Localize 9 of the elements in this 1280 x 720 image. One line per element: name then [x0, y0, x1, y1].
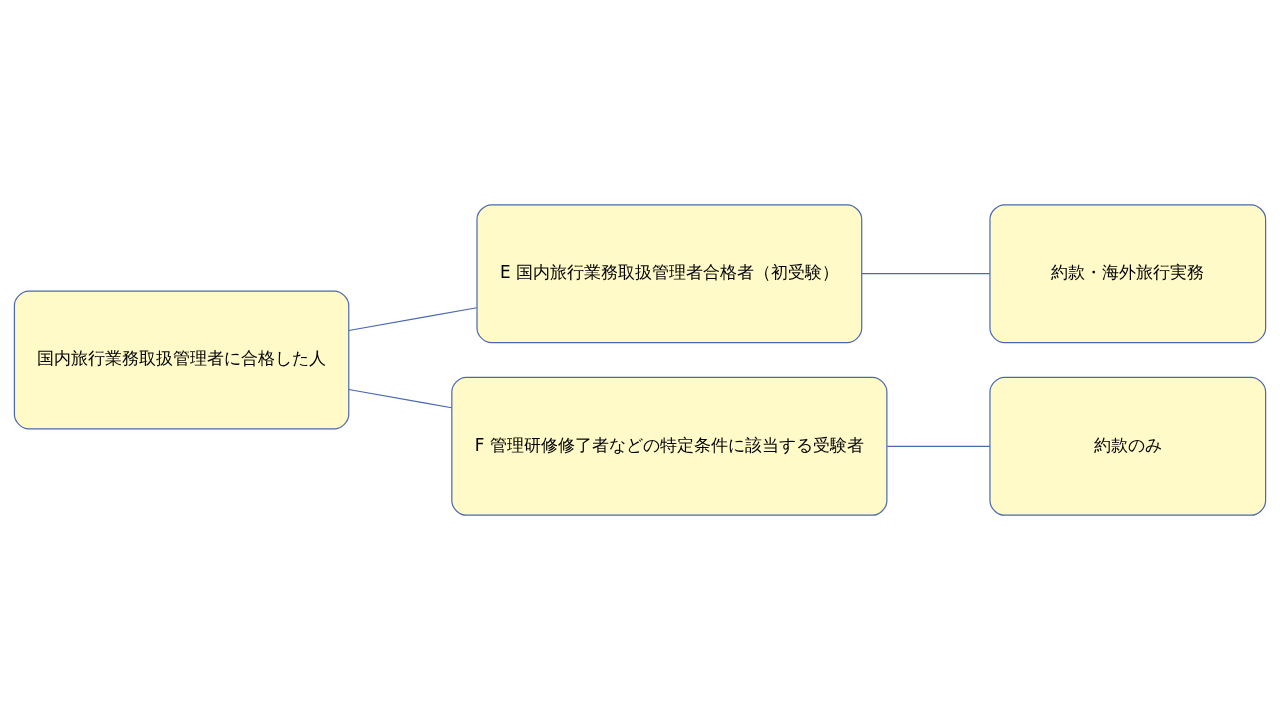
connector [348, 307, 478, 332]
node-box: 約款のみ [989, 376, 1267, 516]
connector [348, 388, 453, 409]
node-box: 国内旅行業務取扱管理者に合格した人 [13, 290, 350, 430]
node-box: F 管理研修修了者などの特定条件に該当する受験者 [451, 376, 888, 516]
connector [861, 273, 991, 275]
connector [886, 445, 991, 447]
node-box: 約款・海外旅行実務 [989, 204, 1267, 344]
node-box: E 国内旅行業務取扱管理者合格者（初受験） [476, 204, 863, 344]
